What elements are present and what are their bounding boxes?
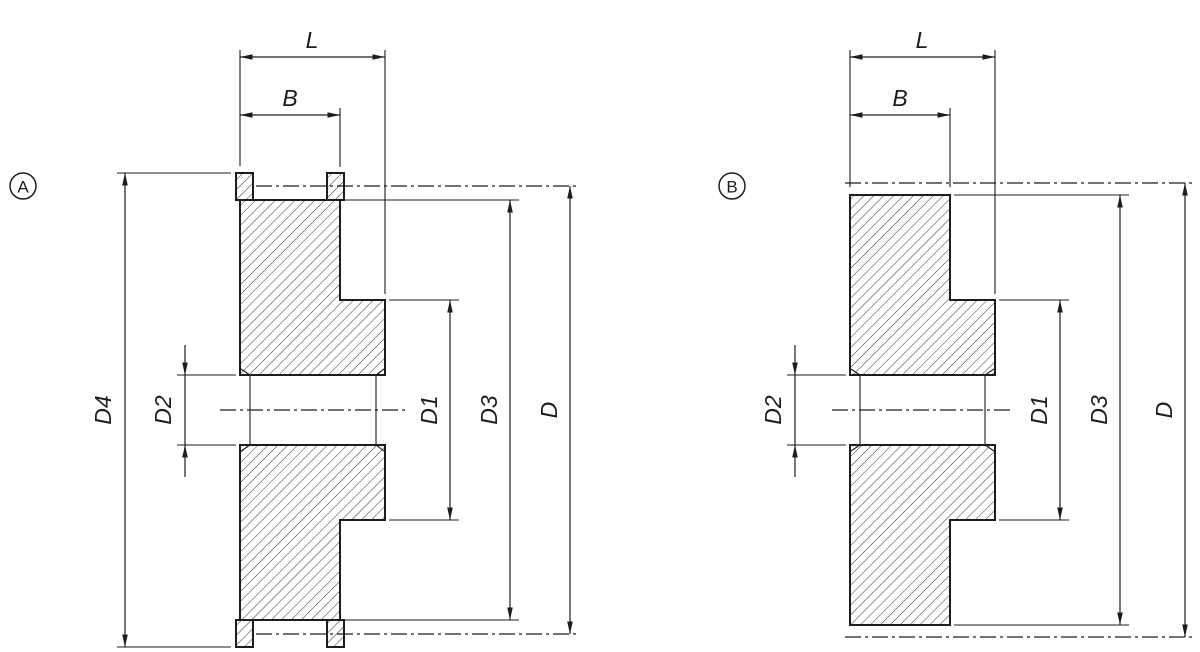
variant-b-badge-circle [718, 172, 746, 200]
dimension-a-L: L [240, 27, 385, 60]
pulley-a-lower-section [239, 444, 386, 621]
dimension-b-D: D [1151, 183, 1188, 637]
pulley-b-lower-section [849, 444, 996, 626]
dimension-b-D1: D1 [1026, 300, 1063, 520]
dimension-b-D2: D2 [760, 345, 798, 477]
dimension-label-b-B: B [892, 85, 907, 111]
dimension-label-a-D4: D4 [90, 395, 116, 424]
dimension-a-D: D [536, 186, 573, 634]
dimension-label-b-L: L [916, 27, 929, 53]
dimension-b-L: L [850, 27, 995, 60]
dimension-label-b-D: D [1151, 402, 1177, 419]
dimension-b-B: B [850, 85, 950, 118]
dimension-label-b-D3: D3 [1086, 395, 1112, 425]
dimension-label-a-D1: D1 [416, 395, 442, 424]
variant-a-badge-circle [9, 172, 37, 200]
dimension-label-a-D2: D2 [150, 395, 176, 425]
pulley-a-flange-bottom-left [235, 619, 254, 648]
pulley-a-flange-top-left [235, 172, 254, 201]
dimension-label-a-B: B [282, 85, 297, 111]
dimension-label-a-D: D [536, 402, 562, 419]
pulley-a-extension-lines [117, 50, 519, 648]
pulley-b-upper-section [849, 194, 996, 376]
pulley-b-bore-chamfers [850, 368, 995, 452]
dimension-label-a-L: L [306, 27, 319, 53]
dimension-label-b-D1: D1 [1026, 395, 1052, 424]
dimension-a-D2: D2 [150, 345, 188, 477]
variant-a-drawing: A [9, 27, 578, 648]
variant-b-badge-letter: B [726, 178, 737, 197]
dimension-label-a-D3: D3 [476, 395, 502, 425]
variant-a-badge-letter: A [17, 178, 29, 197]
dimension-a-D3: D3 [476, 200, 513, 620]
pulley-a-upper-section [239, 199, 386, 376]
dimension-label-b-D2: D2 [760, 395, 786, 425]
variant-b-drawing: B L [718, 27, 1193, 638]
dimension-a-B: B [240, 85, 340, 118]
dimension-a-D1: D1 [416, 300, 453, 520]
dimension-b-D3: D3 [1086, 195, 1123, 625]
dimension-a-D4: D4 [90, 173, 128, 647]
